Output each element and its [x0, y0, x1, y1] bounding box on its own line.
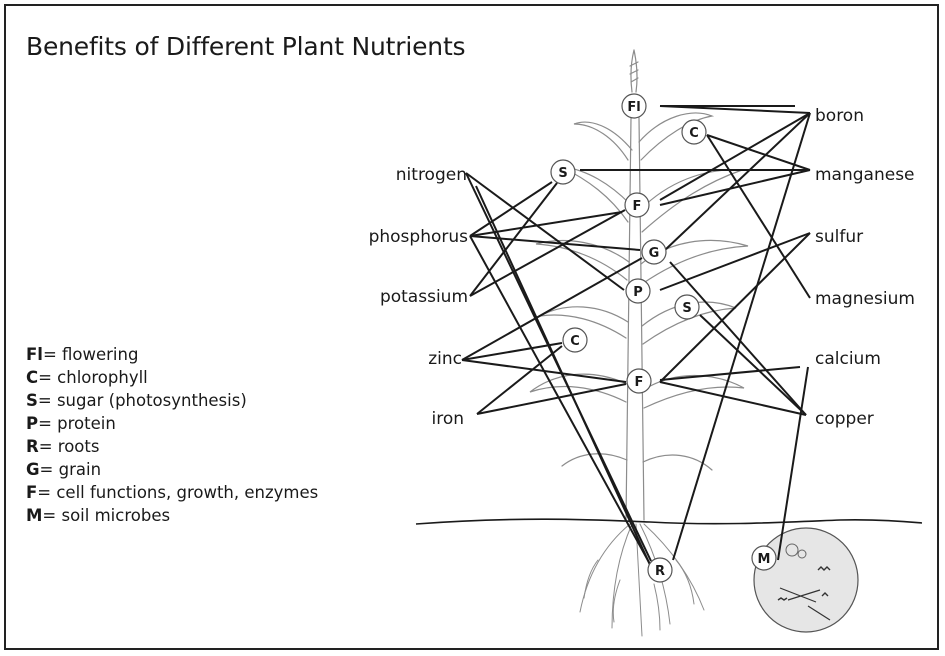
node-chlorophyll-upper: C: [682, 120, 706, 144]
node-soil-microbes: M: [752, 546, 776, 570]
node-roots: R: [648, 558, 672, 582]
connection-lines: [462, 106, 810, 567]
nutrient-label-potassium: potassium: [380, 287, 468, 307]
microbes-inset: [754, 528, 858, 632]
node-cell-functions-upper: F: [625, 193, 649, 217]
link-magnesium-c: [707, 135, 810, 298]
node-chlorophyll-lower: C: [563, 328, 587, 352]
node-label: Fl: [627, 100, 640, 115]
node-protein: P: [626, 279, 650, 303]
node-flowering: Fl: [622, 94, 646, 118]
microbes-circle: [754, 528, 858, 632]
soil-line: [416, 519, 922, 524]
nutrient-label-calcium: calcium: [815, 349, 881, 369]
node-label: G: [649, 246, 660, 261]
nutrient-label-copper: copper: [815, 409, 874, 429]
node-grain: G: [642, 240, 666, 264]
stalk: [626, 118, 644, 520]
nutrient-label-magnesium: magnesium: [815, 289, 915, 309]
leaf: [562, 454, 712, 470]
nutrient-label-manganese: manganese: [815, 165, 915, 185]
link-copper-s: [700, 315, 806, 415]
node-label: F: [635, 375, 644, 390]
link-boron-fl2: [660, 106, 810, 113]
link-iron-f: [477, 384, 626, 414]
link-zinc-f: [462, 360, 626, 382]
node-label: S: [558, 166, 567, 181]
nutrients-left: nitrogen phosphorus potassium zinc iron: [369, 165, 469, 429]
nutrients-right: boron manganese sulfur magnesium calcium…: [815, 106, 915, 429]
nutrient-label-phosphorus: phosphorus: [369, 227, 469, 247]
nutrient-label-iron: iron: [431, 409, 464, 429]
node-label: R: [655, 564, 665, 579]
node-label: M: [758, 552, 771, 567]
node-label: S: [682, 301, 691, 316]
nutrient-label-sulfur: sulfur: [815, 227, 863, 247]
leaf: [640, 170, 742, 232]
node-sugar-lower: S: [675, 295, 699, 319]
tassel: [630, 50, 638, 92]
leaf: [530, 374, 627, 402]
node-label: F: [633, 199, 642, 214]
node-label: P: [633, 285, 643, 300]
plant-nodes: Fl C S F G P S C: [551, 94, 776, 582]
nutrient-label-zinc: zinc: [428, 349, 462, 369]
nutrient-label-nitrogen: nitrogen: [396, 165, 467, 185]
nutrient-label-boron: boron: [815, 106, 864, 126]
node-cell-functions-lower: F: [627, 369, 651, 393]
node-sugar-upper: S: [551, 160, 575, 184]
leaf: [574, 122, 632, 160]
link-calcium-f: [660, 367, 800, 380]
node-label: C: [689, 126, 699, 141]
node-label: C: [570, 334, 580, 349]
